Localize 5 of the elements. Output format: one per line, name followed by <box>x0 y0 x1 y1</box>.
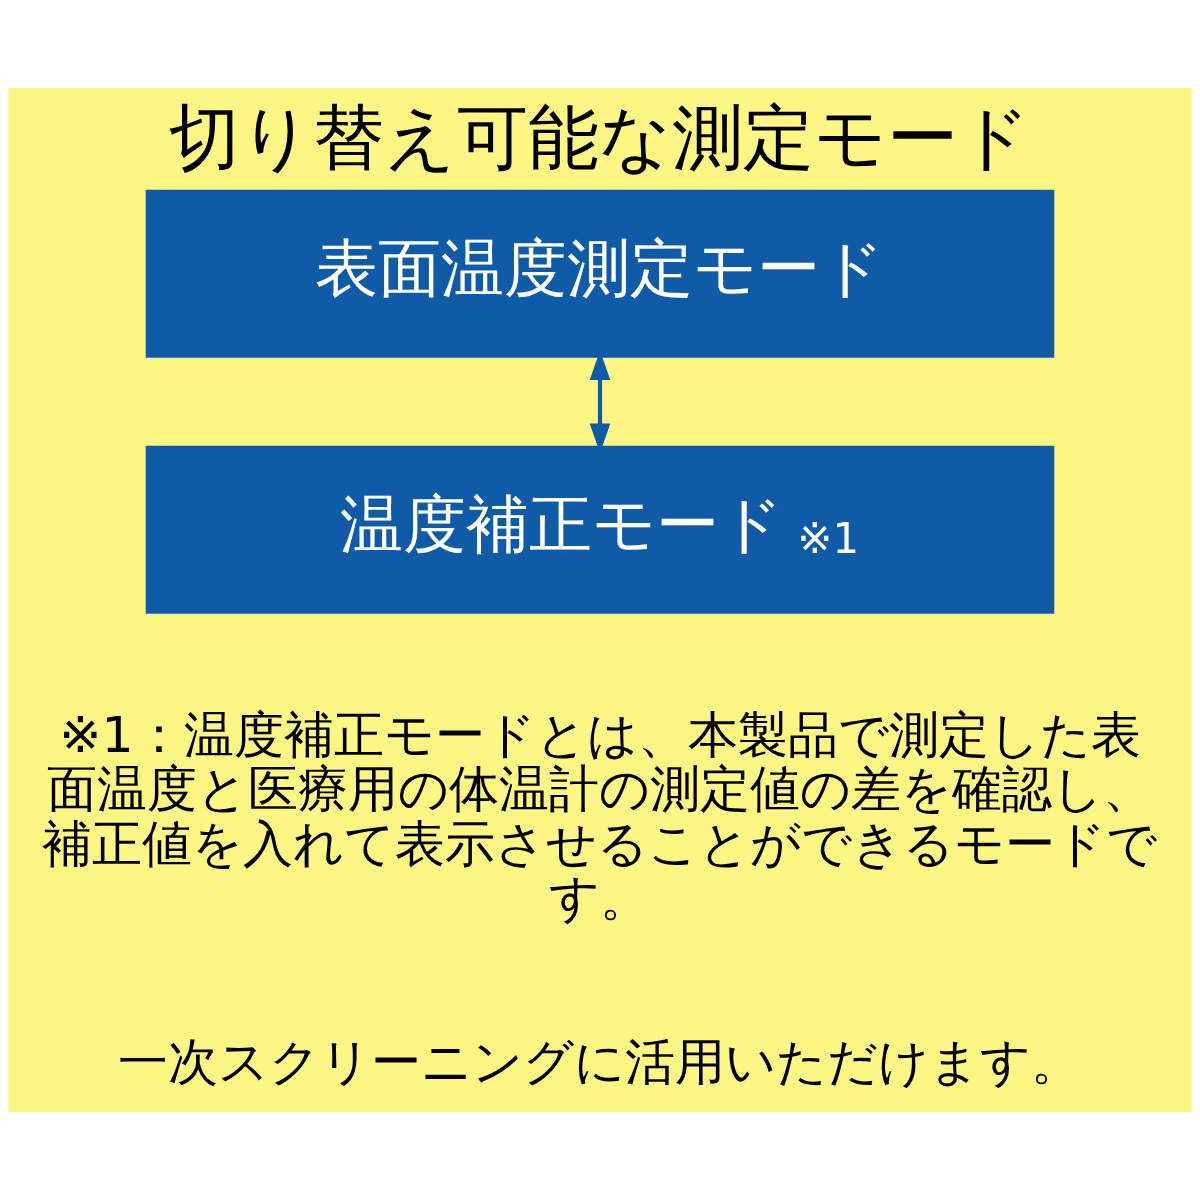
label: ※1：温度補正モードとは、本製品で測定した表面温度と医療用の体温計の測定値の差を確認し、補正値を入れて表示させることができるモードです。 <box>42 704 1158 928</box>
label: 一次スクリーニングに活用いただけます。 <box>118 1031 1082 1091</box>
node-box: 温度補正モード ※1 <box>145 445 1055 614</box>
diagram-title: 切り替え可能な測定モード <box>169 95 1031 179</box>
node-box: 表面温度測定モード <box>145 189 1055 358</box>
